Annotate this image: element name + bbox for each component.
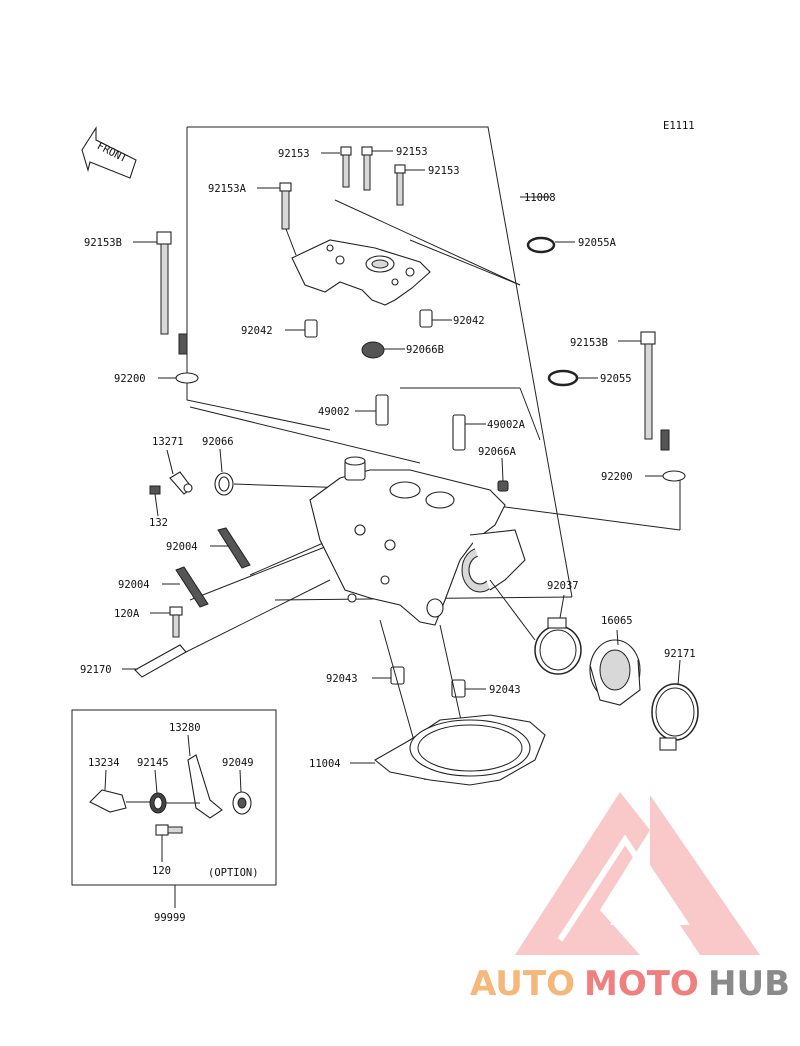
watermark-moto: MOTO — [584, 964, 699, 1004]
label-92043-right: 92043 — [489, 684, 521, 696]
part-120 — [155, 824, 183, 862]
label-92153-right2: 92153 — [428, 165, 460, 177]
label-92200-right: 92200 — [601, 471, 633, 483]
label-92153-left: 92153 — [278, 148, 310, 160]
label-92153B-right: 92153B — [570, 337, 608, 349]
label-99999: 99999 — [154, 912, 186, 924]
bolt-92153A — [257, 182, 297, 256]
label-92171: 92171 — [664, 648, 696, 660]
bolt-92153-right2 — [394, 164, 425, 206]
clamp-92171 — [651, 659, 699, 751]
option-box — [71, 709, 277, 908]
label-132: 132 — [149, 517, 168, 529]
label-11008: 11008 — [524, 192, 556, 204]
bolt-120A — [150, 606, 183, 638]
part-92049 — [232, 769, 252, 815]
label-16065: 16065 — [601, 615, 633, 627]
part-13234 — [89, 769, 150, 813]
bracket-13271 — [149, 449, 193, 517]
watermark-auto: AUTO — [470, 964, 575, 1004]
label-92153-right1: 92153 — [396, 146, 428, 158]
intake-boot-16065 — [589, 629, 641, 706]
guide-49002 — [355, 394, 389, 426]
watermark-hub: HUB — [708, 964, 790, 1004]
label-92170: 92170 — [80, 664, 112, 676]
camshaft-cap — [291, 239, 431, 306]
label-92042-left: 92042 — [241, 325, 273, 337]
plate-92170 — [122, 644, 187, 678]
label-92066: 92066 — [202, 436, 234, 448]
label-92055: 92055 — [600, 373, 632, 385]
label-49002: 49002 — [318, 406, 350, 418]
bolt-92153B-right — [618, 331, 686, 482]
bolt-92153-left — [321, 146, 352, 188]
label-92066A: 92066A — [478, 446, 517, 458]
label-92037: 92037 — [547, 580, 579, 592]
label-92200-left: 92200 — [114, 373, 146, 385]
bolt-92153-right1 — [361, 146, 393, 191]
label-92049: 92049 — [222, 757, 254, 769]
watermark-logo — [515, 792, 760, 955]
front-arrow: FRONT — [81, 126, 137, 179]
label-92043-left: 92043 — [326, 673, 358, 685]
assembly-outline — [159, 126, 681, 666]
guide-49002A — [452, 414, 486, 451]
label-13234: 13234 — [88, 757, 120, 769]
label-11004: 11004 — [309, 758, 341, 770]
head-gasket-11004 — [350, 714, 546, 786]
label-13280: 13280 — [169, 722, 201, 734]
stud-92004-a — [210, 527, 251, 569]
label-120A: 120A — [114, 608, 140, 620]
diagram-id: E1111 — [663, 120, 695, 132]
plug-92066B — [361, 341, 405, 359]
oring-92055 — [547, 369, 598, 387]
label-120: 120 — [152, 865, 171, 877]
part-13280 — [166, 734, 223, 819]
label-92004-b: 92004 — [118, 579, 150, 591]
label-92055A: 92055A — [578, 237, 617, 249]
watermark-text: AUTO MOTO HUB — [470, 964, 790, 1004]
oring-92055A — [520, 196, 575, 254]
cylinder-head — [309, 456, 526, 626]
dowel-92042-right — [419, 309, 452, 328]
label-92042-right: 92042 — [453, 315, 485, 327]
label-92153A: 92153A — [208, 183, 247, 195]
label-13271: 13271 — [152, 436, 184, 448]
label-49002A: 49002A — [487, 419, 526, 431]
label-92004-a: 92004 — [166, 541, 198, 553]
dowel-92042-left — [285, 319, 318, 338]
label-92153B-left: 92153B — [84, 237, 122, 249]
part-92145 — [149, 769, 167, 814]
clamp-92037 — [489, 579, 582, 675]
option-label: (OPTION) — [208, 867, 259, 879]
stud-92004-b — [162, 566, 209, 608]
bolt-92153B-left — [133, 231, 199, 384]
label-92145: 92145 — [137, 757, 169, 769]
label-92066B: 92066B — [406, 344, 444, 356]
plug-92066A — [497, 457, 509, 492]
